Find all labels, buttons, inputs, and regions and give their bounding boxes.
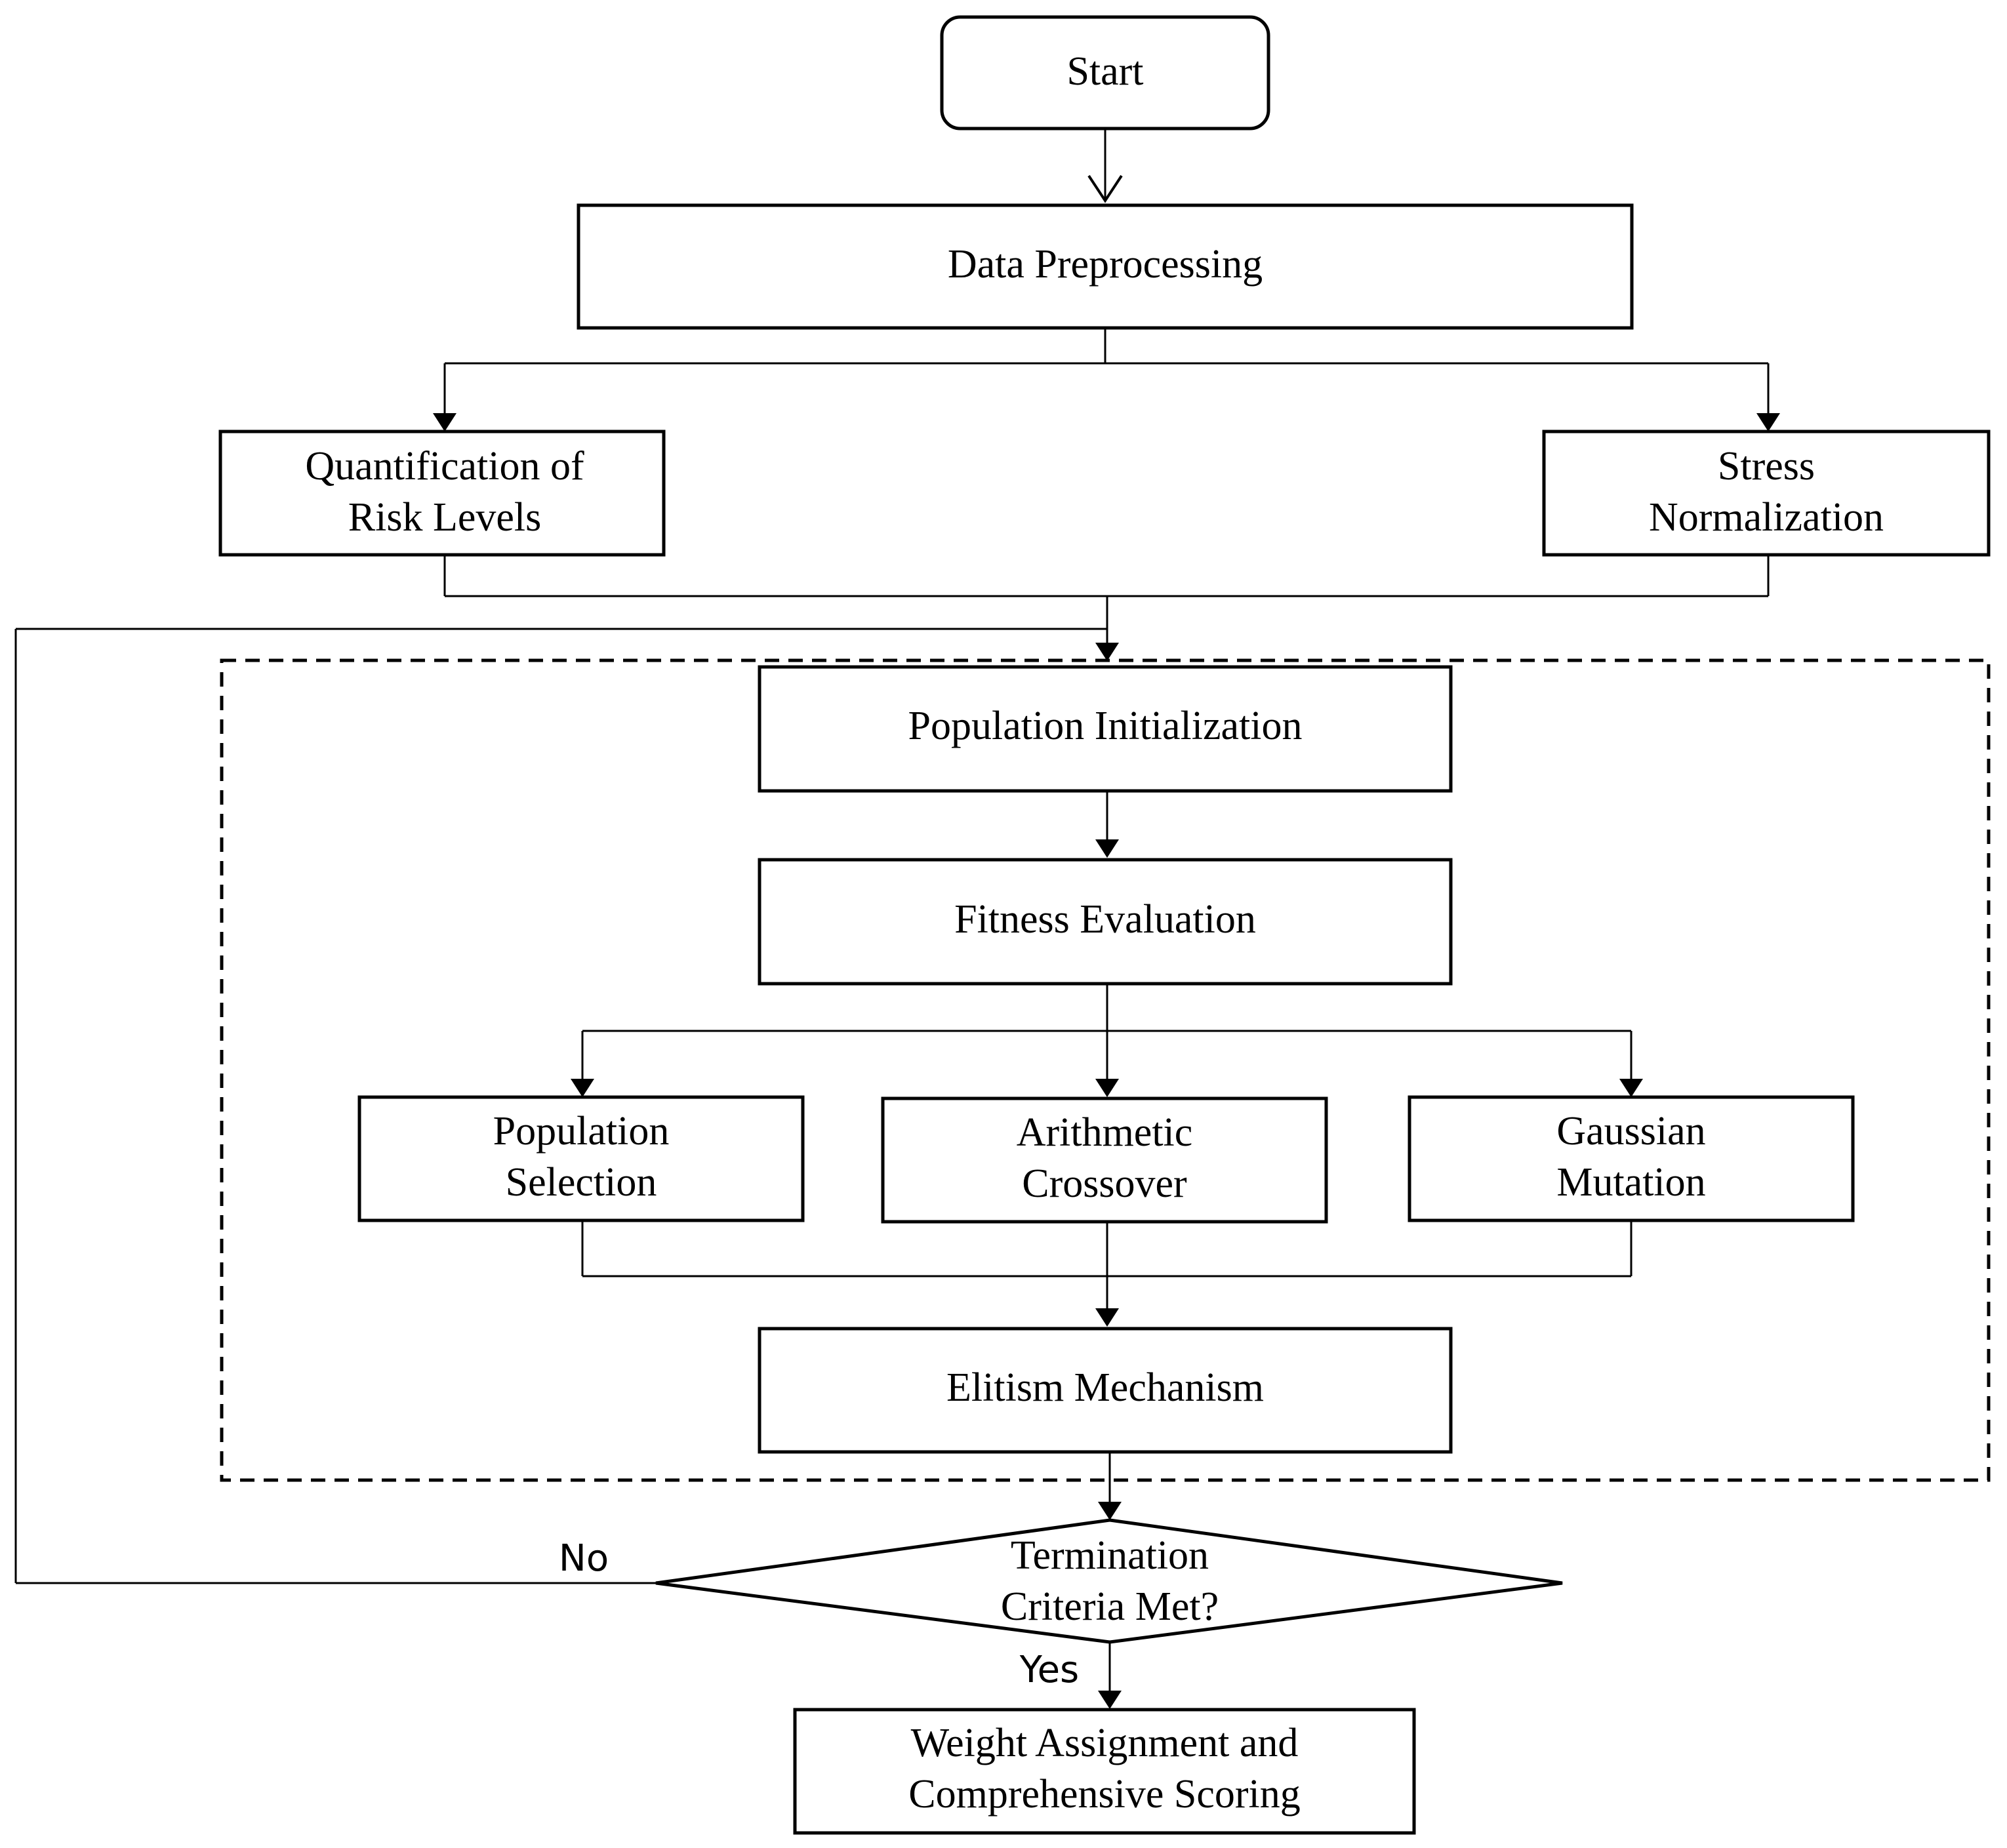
arrowhead	[1756, 413, 1780, 432]
elitism-mechanism-node: Elitism Mechanism	[758, 1327, 1453, 1454]
population-selection-label-line1: Population	[493, 1109, 670, 1154]
quantification-label-line2: Risk Levels	[348, 495, 541, 540]
start-node: Start	[940, 15, 1270, 131]
weight-assignment-label-line2: Comprehensive Scoring	[908, 1772, 1301, 1817]
arithmetic-crossover-node: Arithmetic Crossover	[881, 1096, 1328, 1224]
connectors	[14, 129, 1780, 1709]
termination-label-line2: Criteria Met?	[1001, 1584, 1219, 1629]
weight-assignment-label-line1: Weight Assignment and	[911, 1721, 1299, 1765]
arrowhead	[1095, 643, 1119, 661]
population-initialization-label: Population Initialization	[908, 704, 1303, 748]
gaussian-mutation-label-line2: Mutation	[1556, 1160, 1705, 1205]
arrowhead	[1098, 1502, 1122, 1520]
iteration-group-boundary	[220, 658, 1991, 1482]
arrowhead	[1098, 1691, 1122, 1709]
arrowhead	[1095, 839, 1119, 858]
arrowhead	[1095, 1308, 1119, 1327]
data-preprocessing-label: Data Preprocessing	[948, 242, 1263, 287]
population-selection-label-line2: Selection	[506, 1160, 657, 1205]
weight-assignment-node: Weight Assignment and Comprehensive Scor…	[793, 1708, 1416, 1835]
stress-normalization-node: Stress Normalization	[1542, 430, 1991, 557]
arrowhead	[1619, 1079, 1643, 1097]
elitism-mechanism-label: Elitism Mechanism	[946, 1365, 1264, 1410]
gaussian-mutation-label-line1: Gaussian	[1556, 1109, 1705, 1154]
start-label: Start	[1066, 49, 1143, 94]
quantification-label-line1: Quantification of	[305, 444, 584, 489]
fitness-evaluation-label: Fitness Evaluation	[954, 897, 1256, 942]
population-selection-node: Population Selection	[357, 1095, 805, 1222]
arithmetic-crossover-label-line1: Arithmetic	[1017, 1110, 1193, 1155]
termination-label-line1: Termination	[1011, 1533, 1209, 1578]
stress-normalization-label-line2: Normalization	[1649, 495, 1884, 540]
arithmetic-crossover-label-line2: Crossover	[1022, 1161, 1187, 1206]
stress-normalization-label-line1: Stress	[1718, 444, 1815, 489]
data-preprocessing-node: Data Preprocessing	[577, 203, 1634, 330]
gaussian-mutation-node: Gaussian Mutation	[1408, 1095, 1855, 1222]
edge-label-no: No	[559, 1537, 609, 1580]
termination-decision-node: Termination Criteria Met?	[655, 1518, 1563, 1644]
fitness-evaluation-node: Fitness Evaluation	[758, 858, 1453, 986]
population-initialization-node: Population Initialization	[758, 665, 1453, 793]
arrowhead	[433, 413, 456, 432]
arrowhead	[571, 1079, 594, 1097]
quantification-node: Quantification of Risk Levels	[218, 430, 666, 557]
arrowhead-open	[1087, 174, 1123, 203]
arrowhead	[1095, 1079, 1119, 1097]
edge-label-yes: Yes	[1019, 1649, 1079, 1691]
